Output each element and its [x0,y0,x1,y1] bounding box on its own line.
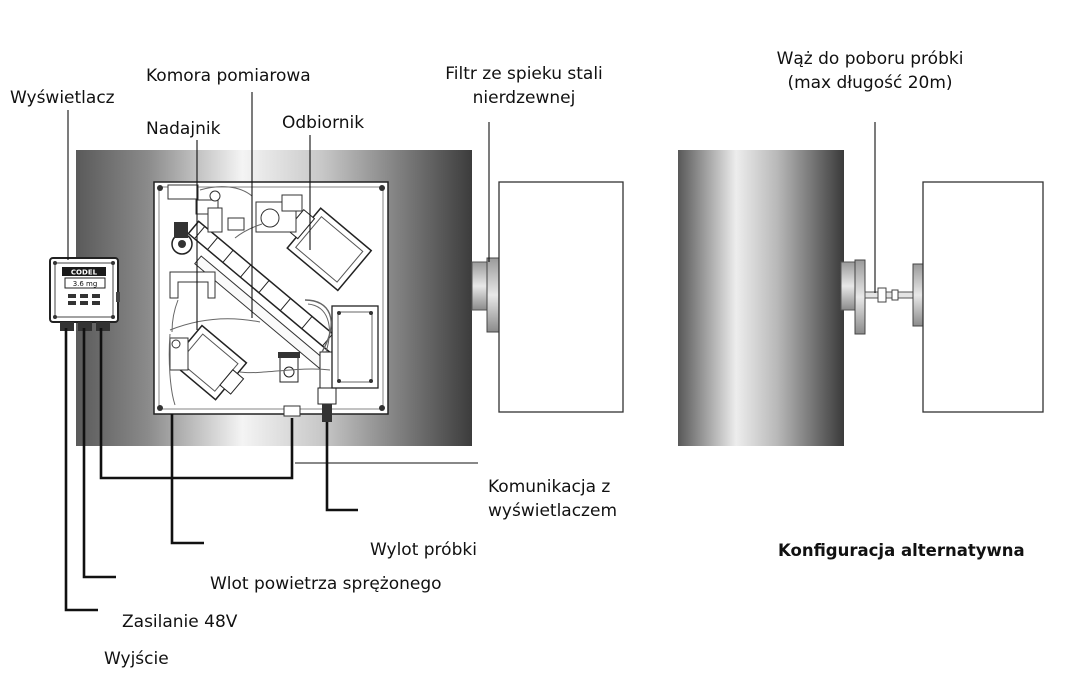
label-sample-hose-line2: (max długość 20m) [787,73,953,93]
label-alt-config: Konfiguracja alternatywna [778,541,1025,560]
cable-output [64,328,98,612]
label-sample-outlet: Wylot próbki [370,540,477,560]
label-filter: Filtr ze spieku stali nierdzewnej [434,62,614,110]
transmitter-block [170,324,248,401]
cable-compressed-air [170,414,204,545]
label-display: Wyświetlacz [10,88,115,108]
label-compressed-air: Wlot powietrza sprężonego [210,574,442,594]
label-filter-line1: Filtr ze spieku stali [445,64,603,84]
label-transmitter: Nadajnik [146,119,221,139]
flange-right [854,259,866,335]
label-display-comm: Komunikacja z wyświetlaczem [488,475,617,523]
stack-box-left [498,181,624,413]
label-display-comm-line1: Komunikacja z [488,477,611,497]
display-brand: CODEL [71,269,98,277]
label-sample-hose-line1: Wąż do poboru próbki [776,49,964,69]
label-display-comm-line2: wyświetlaczem [488,501,618,521]
stack-box-right [922,181,1044,413]
label-measuring-chamber: Komora pomiarowa [146,66,311,86]
display-reading: 3.6 mg [73,280,98,288]
label-power-supply: Zasilanie 48V [122,612,238,632]
label-output: Wyjście [104,649,169,669]
filter-flange [486,257,500,333]
cable-sample-outlet [325,422,358,512]
cable-power [82,328,116,579]
label-sample-hose: Wąż do poboru próbki (max długość 20m) [770,47,970,95]
flange-left [471,261,489,311]
label-receiver: Odbiornik [282,113,365,133]
duct-right [678,150,844,446]
junction-box [331,305,379,389]
cable-display-comm [99,328,294,480]
label-filter-line2: nierdzewnej [472,88,576,108]
